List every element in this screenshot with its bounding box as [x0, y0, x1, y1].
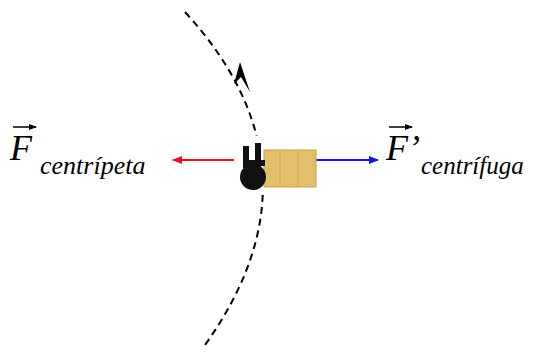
force-subscript: centrípeta	[40, 153, 145, 179]
vector-arrow	[389, 126, 412, 128]
object-figure	[234, 136, 316, 190]
centripetal-arrow	[173, 159, 235, 161]
vector-arrow	[13, 126, 36, 128]
force-subscript: centrífuga	[421, 153, 524, 178]
force-symbol: F’	[386, 130, 420, 166]
direction-arrowhead	[234, 62, 250, 92]
force-symbol: F	[10, 130, 32, 166]
centrifugal-arrow	[316, 159, 378, 161]
